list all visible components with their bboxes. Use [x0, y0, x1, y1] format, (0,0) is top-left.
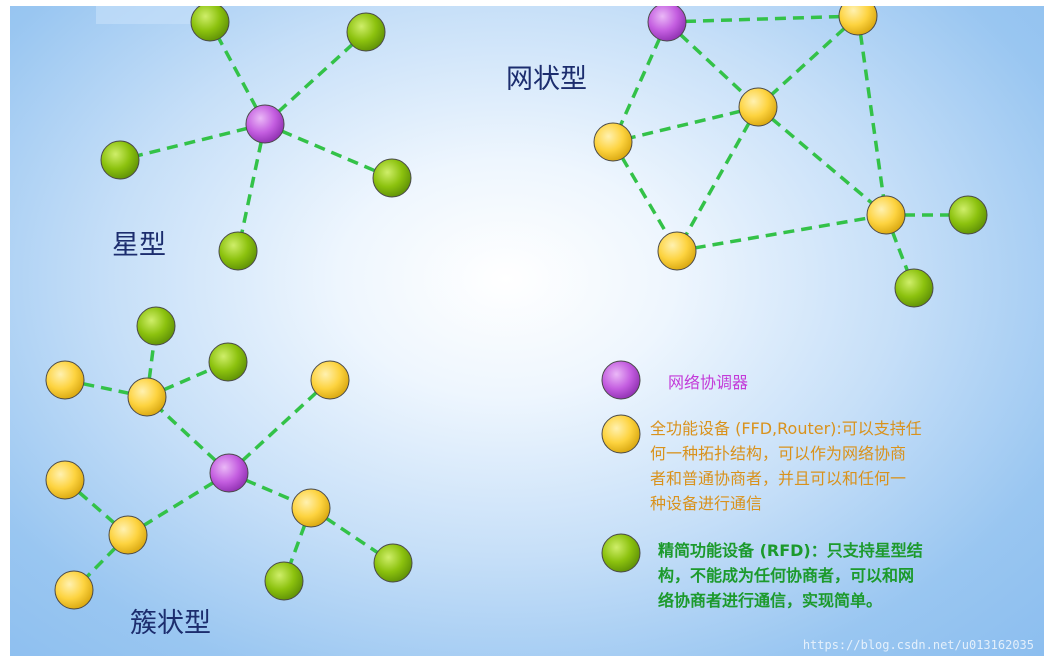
title-star: 星型 — [112, 230, 166, 261]
link-line — [227, 378, 332, 475]
legend-rfd-node — [601, 533, 641, 573]
rfd-node — [372, 158, 412, 198]
topology-diagram: 星型 网状型 簇状型 — [45, 6, 988, 639]
rfd-node — [208, 342, 248, 382]
legend-coordinator-text: 网络协调器 — [668, 373, 749, 392]
link-line — [856, 15, 888, 216]
link-line — [611, 141, 679, 252]
title-mesh: 网状型 — [506, 64, 587, 95]
coordinator-node — [647, 6, 687, 42]
diagram-canvas: 星型 网状型 簇状型 网络协调器 全功能设备 (FFD,Router):可以支持… — [10, 6, 1044, 656]
ffd-node — [838, 6, 878, 36]
link-line — [63, 478, 130, 537]
link-line — [756, 105, 888, 217]
legend-ffd-line: 者和普通协商者，并且可以和任何一 — [650, 469, 907, 488]
legend-rfd-line: 络协商者进行通信，实现简单。 — [658, 591, 883, 610]
legend-ffd-line: 何一种拓扑结构，可以作为网络协商 — [650, 444, 907, 463]
ffd-node — [127, 377, 167, 417]
link-line — [675, 106, 760, 252]
ffd-node — [593, 122, 633, 162]
rfd-node — [136, 306, 176, 346]
legend-ffd-line: 种设备进行通信 — [650, 494, 763, 513]
link-line — [665, 20, 760, 109]
ffd-node — [45, 460, 85, 500]
link-line — [612, 105, 759, 144]
link-line — [263, 30, 368, 126]
link-line — [127, 471, 230, 537]
ffd-node — [657, 231, 697, 271]
ffd-node — [866, 195, 906, 235]
ffd-node — [45, 360, 85, 400]
link-line — [264, 122, 393, 180]
coordinator-node — [209, 453, 249, 493]
legend-ffd-node — [601, 414, 641, 454]
rfd-node — [346, 12, 386, 52]
rfd-node — [190, 6, 230, 42]
legend-rfd-line: 精简功能设备 (RFD)：只支持星型结 — [658, 541, 923, 560]
link-line — [236, 123, 267, 252]
top-strip — [96, 6, 196, 24]
ffd-node — [54, 570, 94, 610]
rfd-node — [894, 268, 934, 308]
legend-coordinator-label: 网络协调器 — [668, 370, 748, 395]
coordinator-node — [245, 104, 285, 144]
rfd-node — [100, 140, 140, 180]
topology-nodes — [45, 6, 988, 610]
legend-rfd-line: 构，不能成为任何协商者，可以和网 — [658, 566, 915, 585]
link-line — [666, 14, 859, 24]
rfd-node — [373, 543, 413, 583]
ffd-node — [108, 515, 148, 555]
legend-ffd-label: 全功能设备 (FFD,Router):可以支持任 何一种拓扑结构，可以作为网络协… — [650, 416, 922, 516]
ffd-node — [310, 360, 350, 400]
link-line — [611, 21, 669, 143]
link-line — [64, 378, 148, 399]
rfd-node — [948, 195, 988, 235]
legend-coordinator-node — [601, 360, 641, 400]
rfd-node — [264, 561, 304, 601]
link-line — [756, 14, 860, 109]
legend-rfd-label: 精简功能设备 (RFD)：只支持星型结 构，不能成为任何协商者，可以和网 络协商… — [658, 538, 923, 613]
title-cluster: 簇状型 — [130, 608, 211, 639]
ffd-node — [738, 87, 778, 127]
link-line — [676, 213, 887, 253]
watermark: https://blog.csdn.net/u013162035 — [802, 638, 1034, 652]
rfd-node — [218, 231, 258, 271]
link-line — [884, 214, 916, 289]
legend-ffd-line: 全功能设备 (FFD,Router):可以支持任 — [650, 419, 922, 438]
link-line — [119, 122, 266, 162]
ffd-node — [291, 488, 331, 528]
